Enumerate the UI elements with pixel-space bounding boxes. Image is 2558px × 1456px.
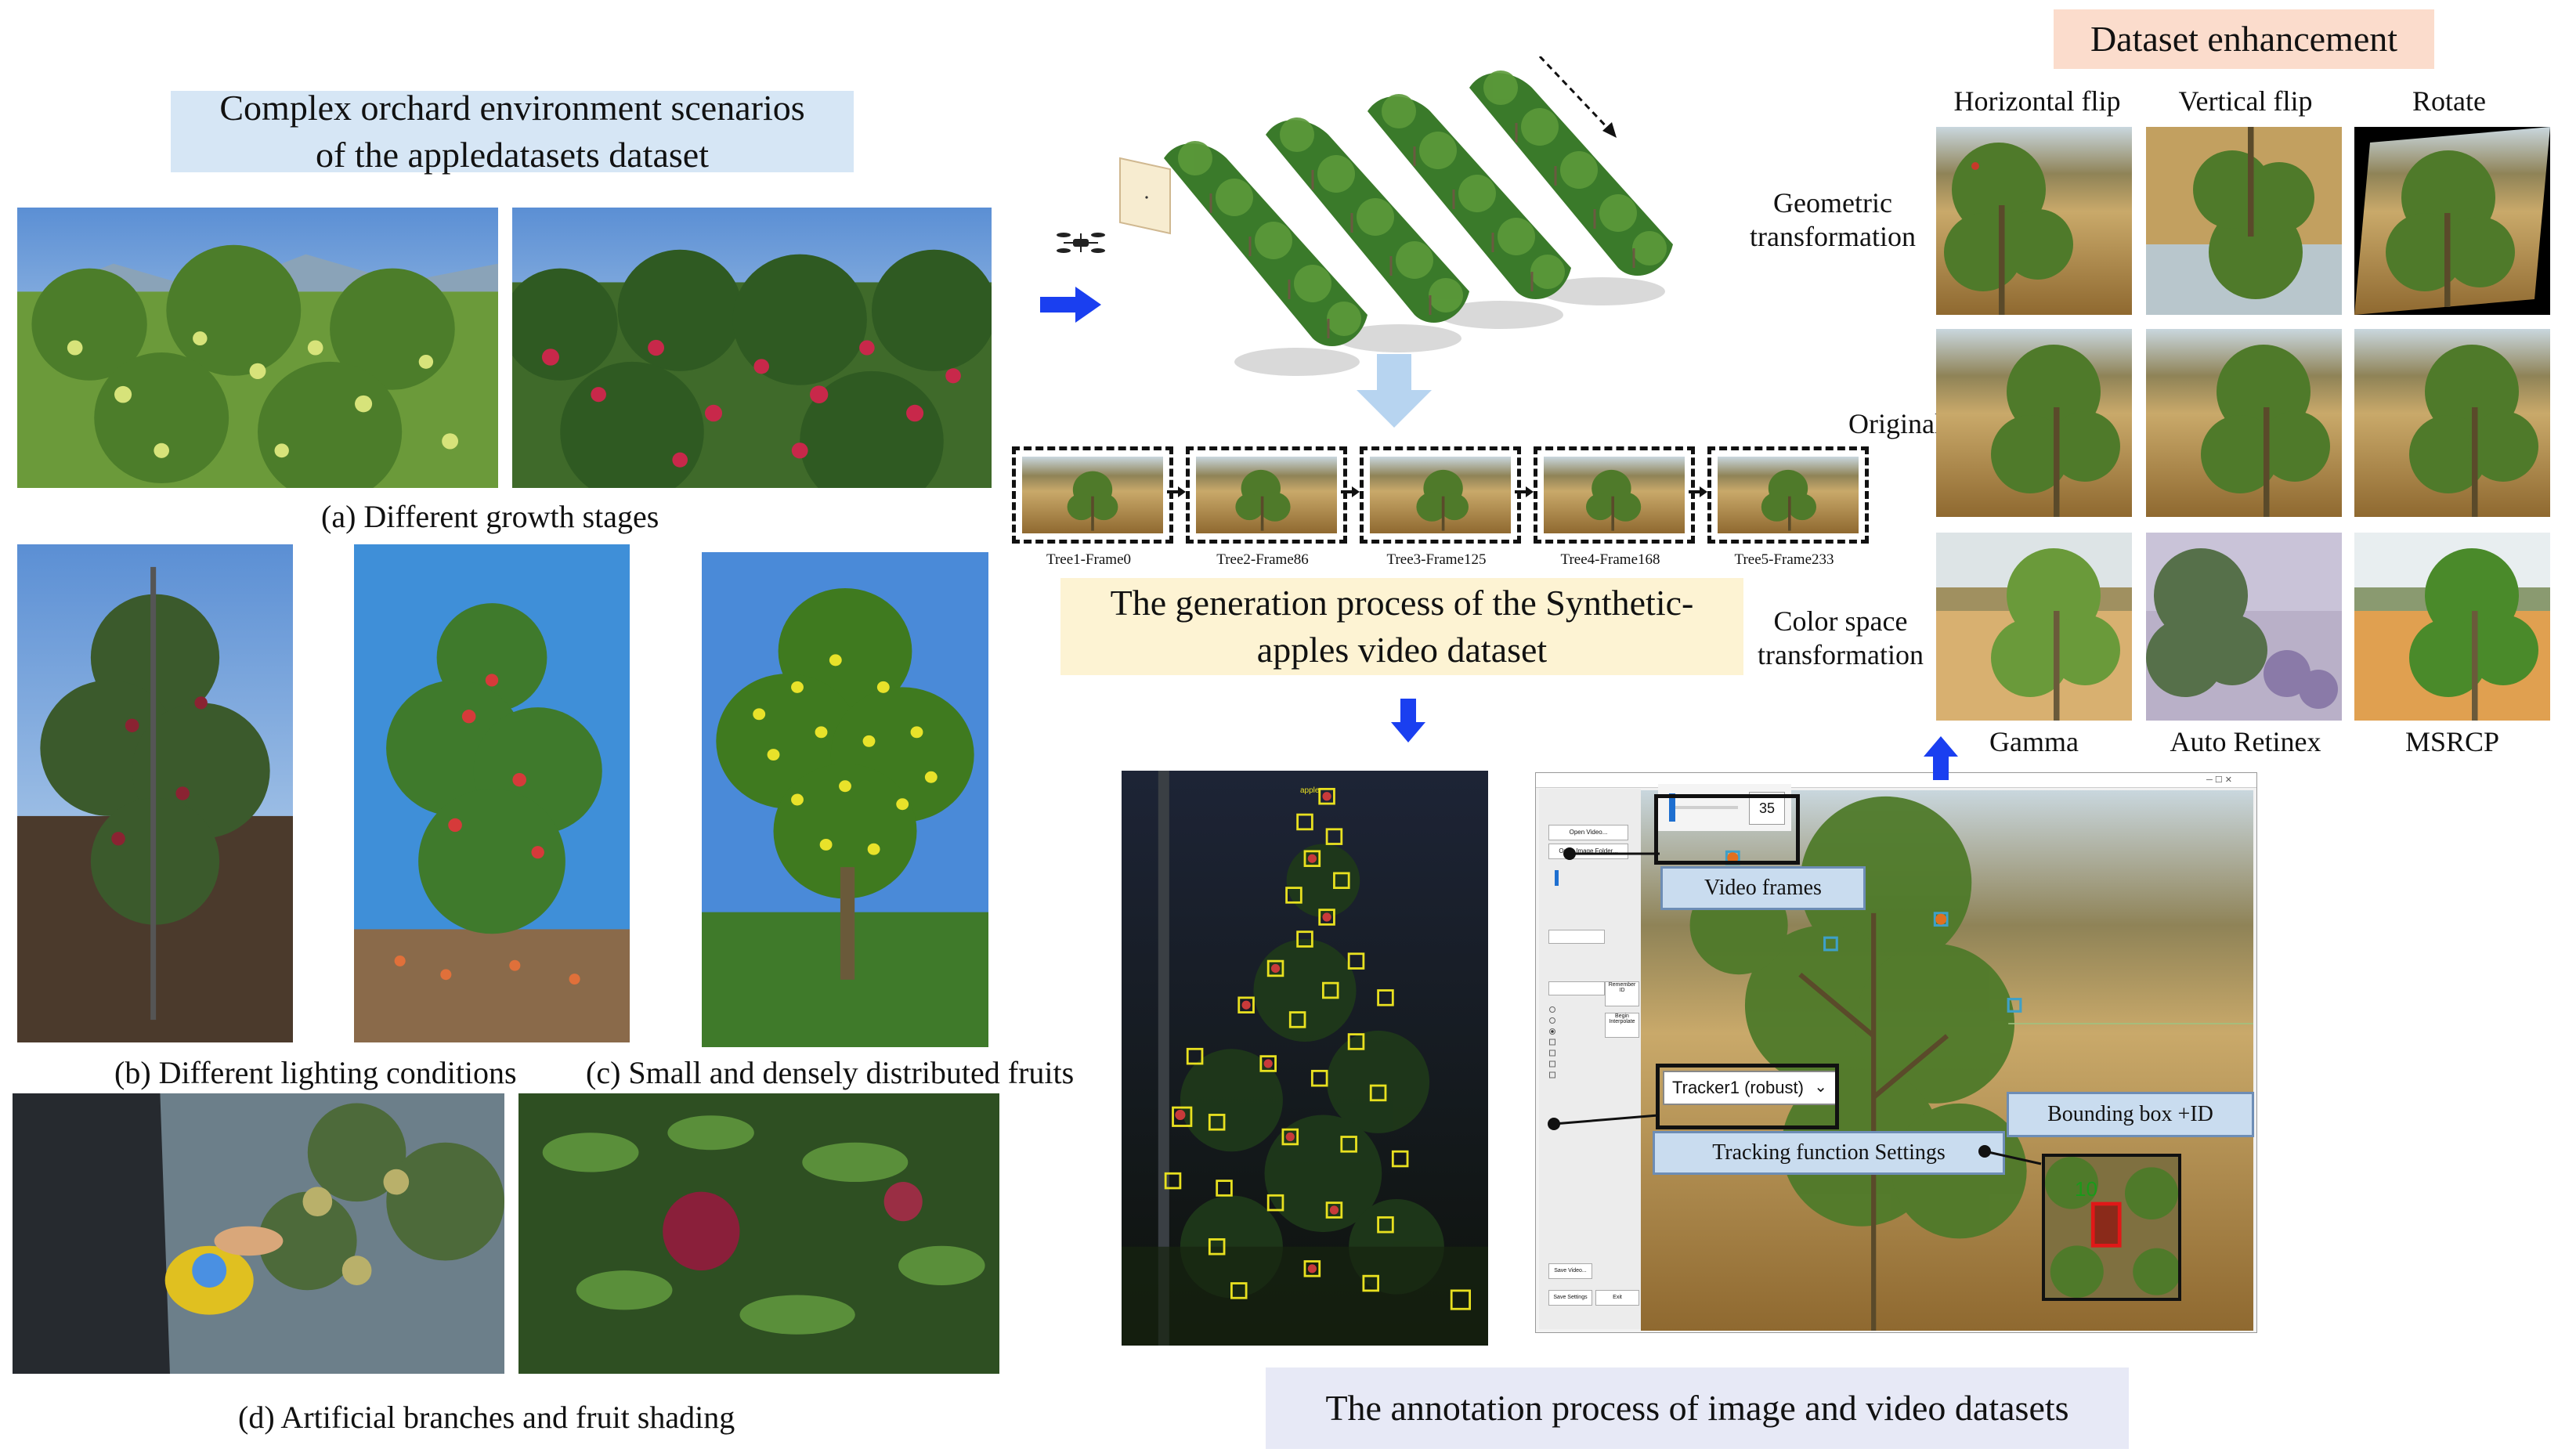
open-video-button[interactable]: Open Video... xyxy=(1548,825,1628,840)
frame-slider-track[interactable] xyxy=(1675,806,1738,809)
frame-label-1: Tree1-Frame0 xyxy=(1046,551,1131,568)
aug-original-3 xyxy=(2354,329,2550,517)
aug-rotate xyxy=(2354,127,2550,315)
callout-video-frames: Video frames xyxy=(1660,866,1866,910)
col-header-vflip: Vertical flip xyxy=(2178,85,2313,117)
video-frame-2 xyxy=(1186,446,1347,544)
caption-b: (b) Different lighting conditions xyxy=(114,1055,517,1090)
photo-dense-fruits xyxy=(702,552,988,1047)
photo-annotated-dataset: apple xyxy=(1122,771,1488,1346)
title-complex-orchard: Complex orchard environment scenarios of… xyxy=(171,88,854,175)
row-label-color-space: Color space transformation xyxy=(1758,605,1924,671)
photo-growth-stage-green xyxy=(17,208,498,488)
callout-bounding-box: Bounding box +ID xyxy=(2007,1092,2254,1137)
arrow-down-light-icon xyxy=(1357,354,1432,428)
callout-tracking-settings: Tracking function Settings xyxy=(1653,1131,2005,1175)
title-synthetic-line1: The generation process of the Synthetic- xyxy=(1110,583,1694,623)
callout-video-frames-text: Video frames xyxy=(1704,876,1822,900)
bbox-id-label: 10 xyxy=(2075,1177,2097,1201)
video-frame-4 xyxy=(1534,446,1695,544)
frame-label-5: Tree5-Frame233 xyxy=(1734,551,1834,568)
annotation-tag: apple xyxy=(1300,786,1320,795)
col-header-hflip: Horizontal flip xyxy=(1953,85,2121,117)
window-title-bar xyxy=(1536,773,2256,788)
frame-label-4: Tree4-Frame168 xyxy=(1560,551,1660,568)
title-synthetic-line2: apples video dataset xyxy=(1256,630,1548,670)
aug-auto-retinex xyxy=(2146,533,2342,721)
slider-pointer xyxy=(1563,847,1660,860)
title-complex-orchard-line2: of the appledatasets dataset xyxy=(316,135,709,175)
tracking-pointer xyxy=(1978,1145,2042,1165)
title-annotation-process: The annotation process of image and vide… xyxy=(1266,1367,2129,1449)
arrow-right-icon xyxy=(1040,287,1101,323)
title-annotation-text: The annotation process of image and vide… xyxy=(1325,1388,2069,1429)
col-footer-msrcp: MSRCP xyxy=(2404,726,2500,757)
col-footer-gamma: Gamma xyxy=(1989,726,2079,757)
tool-dropdown-mot[interactable] xyxy=(1548,930,1605,944)
photo-artificial-branch xyxy=(13,1093,504,1374)
photo-growth-stage-red xyxy=(512,208,992,488)
photo-lighting-2 xyxy=(354,544,630,1042)
caption-c: (c) Small and densely distributed fruits xyxy=(586,1055,1075,1090)
aug-msrcp xyxy=(2354,533,2550,721)
col-footer-auto-retinex: Auto Retinex xyxy=(2170,726,2321,757)
exit-button[interactable]: Exit xyxy=(1595,1290,1639,1306)
aug-gamma xyxy=(1936,533,2132,721)
arrow-up-icon xyxy=(1924,736,1958,780)
row-label-geometric: Geometric transformation xyxy=(1750,187,1916,253)
remember-id-button[interactable]: Remember ID xyxy=(1605,981,1639,1006)
tool-slider-handle[interactable] xyxy=(1555,870,1559,886)
video-frame-5 xyxy=(1707,446,1869,544)
aug-vertical-flip xyxy=(2146,127,2342,315)
arrow-down-icon xyxy=(1391,699,1425,742)
save-video-button[interactable]: Save Video... xyxy=(1548,1263,1592,1279)
frame-sequence-arrows xyxy=(1167,486,1707,497)
title-enhancement-text: Dataset enhancement xyxy=(2090,19,2398,60)
title-synthetic-generation: The generation process of the Synthetic-… xyxy=(1060,578,1743,675)
tool-sidebar: Open Video... Open Image Folder... Remem… xyxy=(1539,789,1641,1329)
video-frame-1 xyxy=(1012,446,1173,544)
drone-icon xyxy=(1057,233,1105,253)
tool-radio-group[interactable] xyxy=(1548,1005,1595,1083)
caption-d: (d) Artificial branches and fruit shadin… xyxy=(238,1400,735,1435)
tool-dropdown-label[interactable] xyxy=(1548,981,1605,995)
tracker-highlight-box xyxy=(1656,1064,1839,1129)
slider-highlight-box xyxy=(1654,794,1800,865)
aug-horizontal-flip xyxy=(1936,127,2132,315)
aug-original-1 xyxy=(1936,329,2132,517)
callout-bbox-text: Bounding box +ID xyxy=(2047,1102,2213,1126)
frame-slider-thumb[interactable] xyxy=(1669,793,1675,822)
aug-original-2 xyxy=(2146,329,2342,517)
frame-label-2: Tree2-Frame86 xyxy=(1216,551,1309,568)
save-settings-button[interactable]: Save Settings xyxy=(1548,1290,1592,1306)
camera-view-plane xyxy=(1119,157,1171,235)
tracker-pointer xyxy=(1548,1114,1659,1130)
title-complex-orchard-line1: Complex orchard environment scenarios xyxy=(219,88,805,128)
row-label-original: Original xyxy=(1848,408,1942,439)
begin-interpolate-button[interactable]: Begin Interpolate xyxy=(1605,1013,1639,1038)
title-dataset-enhancement: Dataset enhancement xyxy=(2054,9,2434,69)
tracker-dropdown-value: Tracker1 (robust) xyxy=(1672,1078,1804,1097)
photo-fruit-shading xyxy=(518,1093,999,1374)
zoom-inset: 10 xyxy=(2042,1154,2181,1301)
callout-tracking-text: Tracking function Settings xyxy=(1712,1140,1946,1165)
video-frame-3 xyxy=(1360,446,1521,544)
caption-a: (a) Different growth stages xyxy=(321,499,659,534)
chevron-down-icon: ⌄ xyxy=(1814,1078,1827,1096)
frame-label-3: Tree3-Frame125 xyxy=(1386,551,1487,568)
tracker-dropdown[interactable]: Tracker1 (robust) ⌄ xyxy=(1663,1071,1837,1105)
photo-lighting-1 xyxy=(17,544,293,1042)
col-header-rotate: Rotate xyxy=(2412,85,2486,117)
synthetic-orchard-scene xyxy=(1164,56,1673,376)
window-controls[interactable]: ─ ☐ ✕ xyxy=(2206,775,2232,785)
frame-slider-panel[interactable]: 35 xyxy=(1658,784,1791,831)
